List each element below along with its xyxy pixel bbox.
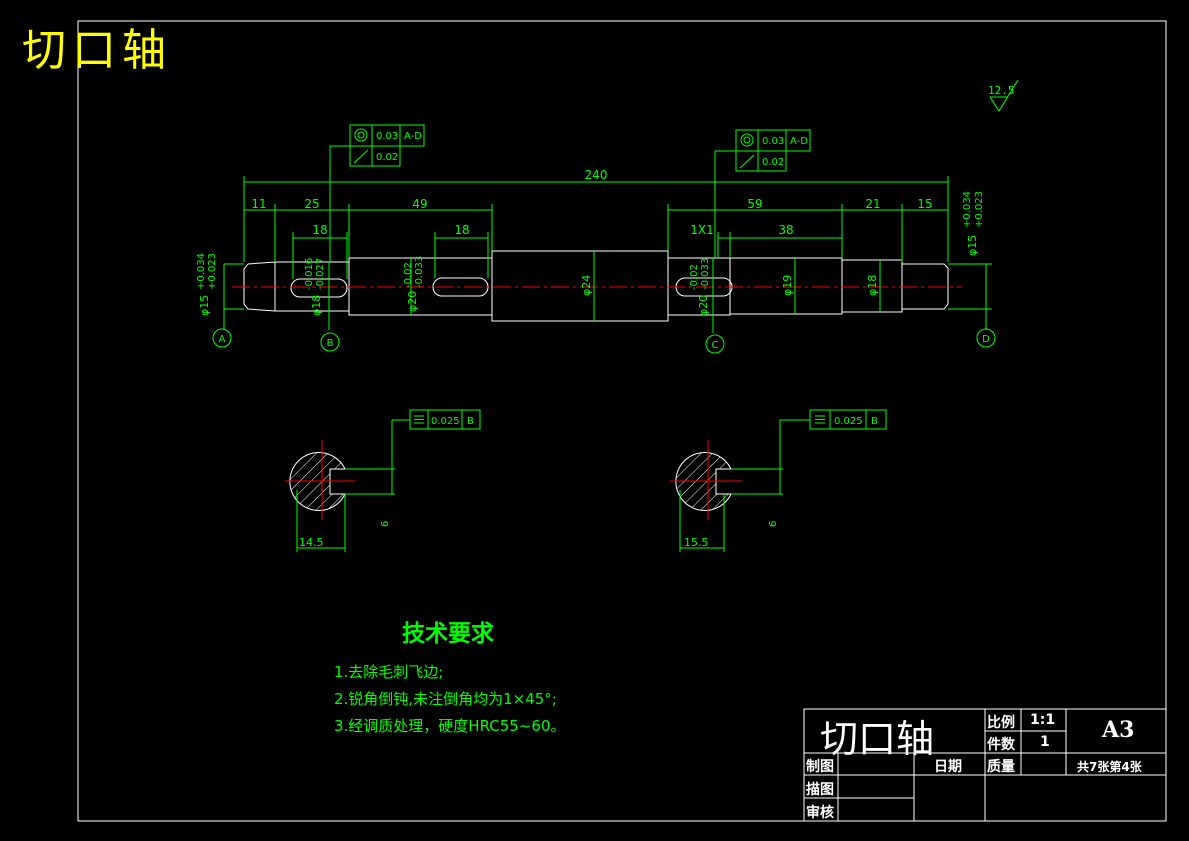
section-left-key-width: 6: [380, 521, 391, 527]
section-right-key-width: 6: [768, 521, 779, 527]
fcf-left: [329, 124, 425, 262]
datum-b: B: [327, 338, 334, 349]
tech-requirement-item: 2.锐角倒钝,未注倒角均为1×45°;: [334, 690, 557, 708]
fcf-right-ref: A-D: [790, 136, 808, 147]
tech-requirement-item: 1.去除毛刺飞边;: [334, 663, 444, 681]
dia-c: φ20: [697, 295, 710, 316]
dim-11: 11: [251, 197, 266, 211]
mass-label: 质量: [987, 759, 1015, 775]
datum-c: C: [712, 340, 719, 351]
check-label: 审核: [806, 805, 834, 821]
dim-59: 59: [747, 197, 762, 211]
tech-requirements-title: 技术要求: [402, 621, 494, 647]
dia-b-tol-up: -0.016: [304, 258, 315, 290]
dim-key1: 18: [312, 223, 327, 237]
fcf-left-runout: 0.02: [376, 152, 398, 163]
dim-15: 15: [917, 197, 932, 211]
dia-19: φ19: [781, 275, 794, 296]
scale-value: 1:1: [1030, 712, 1056, 728]
sheet-info: 共7张第4张: [1077, 760, 1142, 774]
fcf-right-value: 0.03: [762, 136, 784, 147]
datum-a: A: [219, 334, 226, 345]
dia-18-right: φ18: [866, 275, 879, 296]
section-left: [285, 409, 481, 552]
dia-left-tol-up: +0.034: [196, 253, 207, 290]
qty-value: 1: [1040, 734, 1050, 750]
dia-c-tol-low: -0.033: [700, 258, 711, 290]
title-block-grid: [803, 708, 1167, 822]
fcf-left-ref: A-D: [404, 131, 422, 142]
date-label: 日期: [934, 759, 962, 775]
fcf-left-value: 0.03: [376, 131, 398, 142]
shaft-outline: [243, 250, 949, 322]
diameter-leaders: [223, 251, 992, 333]
dia-right-tol-low: +0.023: [974, 191, 985, 228]
drawing-frame: [77, 20, 1167, 822]
datum-d: D: [982, 334, 990, 345]
dia-24: φ24: [580, 275, 593, 296]
section-right-fcf-value: 0.025: [834, 416, 863, 427]
dia-right-tol-up: +0.034: [962, 191, 973, 228]
qty-label: 件数: [987, 737, 1015, 753]
corner-title: 切口轴: [22, 25, 172, 76]
dia-right: φ15: [966, 235, 979, 256]
dia-b: φ18: [310, 295, 323, 316]
section-right: [670, 409, 887, 552]
dim-21: 21: [865, 197, 880, 211]
section-right-width: 15.5: [684, 536, 709, 549]
section-left-width: 14.5: [299, 536, 324, 549]
dia-left-tol-low: +0.023: [207, 253, 218, 290]
dia-20: φ20: [406, 291, 419, 312]
title-block-name: 切口轴: [820, 717, 935, 761]
dim-key2: 18: [454, 223, 469, 237]
dia-20-tol-up: -0.02: [403, 262, 414, 288]
roughness-symbol: [989, 79, 1019, 112]
overall-dimension: [243, 176, 949, 279]
dim-overall-length: 240: [585, 168, 608, 182]
dim-49: 49: [412, 197, 427, 211]
dia-20-tol-low: -0.033: [414, 256, 425, 288]
dia-left: φ15: [198, 295, 211, 316]
drawn-label: 制图: [806, 759, 834, 775]
roughness-value: 12.5: [988, 84, 1015, 97]
section-right-fcf-ref: B: [871, 416, 878, 427]
dia-c-tol-up: -0.02: [689, 264, 700, 290]
datum-bubbles: [212, 328, 996, 354]
fcf-right: [714, 129, 811, 258]
section-left-fcf-ref: B: [467, 416, 474, 427]
dia-b-tol-low: -0.027: [315, 258, 326, 290]
tech-requirement-item: 3.经调质处理，硬度HRC55~60。: [334, 717, 566, 735]
paper-size: A3: [1102, 717, 1135, 743]
trace-label: 描图: [806, 782, 834, 798]
dim-38: 38: [778, 223, 793, 237]
scale-label: 比例: [987, 715, 1015, 731]
section-left-fcf-value: 0.025: [431, 416, 460, 427]
fcf-right-runout: 0.02: [762, 157, 784, 168]
dim-25: 25: [304, 197, 319, 211]
dim-chamfer: 1X1: [690, 223, 714, 237]
